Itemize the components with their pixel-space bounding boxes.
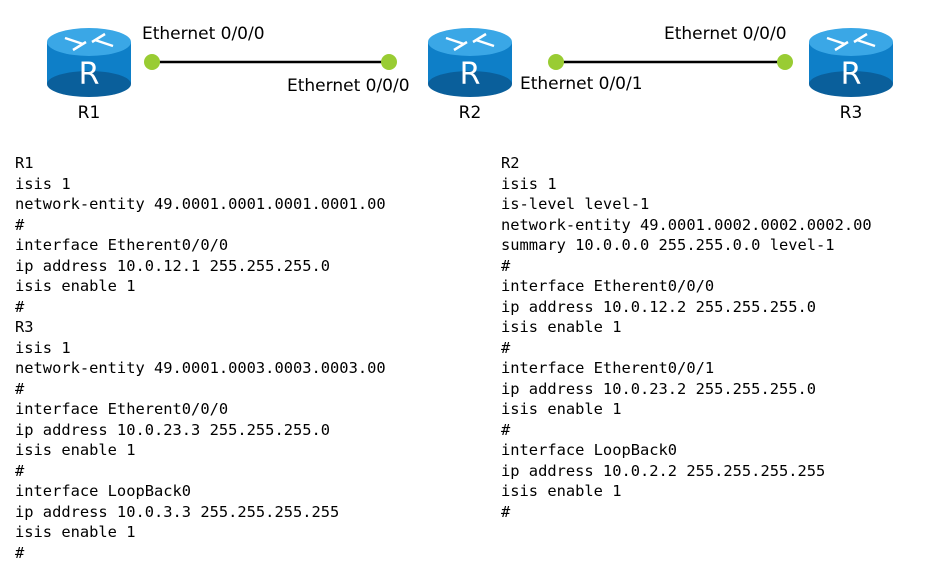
port-label-r1-e0: Ethernet 0/0/0 xyxy=(142,24,265,44)
port-dot-r2-e0[interactable] xyxy=(381,54,397,70)
config-line: isis enable 1 xyxy=(15,441,136,459)
config-line: isis enable 1 xyxy=(501,318,622,336)
config-line: # xyxy=(15,543,25,562)
network-topology: R R1 R R2 xyxy=(47,24,893,123)
router-r2[interactable]: R xyxy=(428,28,512,97)
router-icon: R xyxy=(428,28,512,97)
router-name-r3: R3 xyxy=(840,103,863,123)
router-icon: R xyxy=(47,28,131,97)
config-line: # xyxy=(501,502,511,521)
config-line: isis enable 1 xyxy=(501,482,622,500)
config-line: ip address 10.0.3.3 255.255.255.255 xyxy=(15,502,340,521)
config-line: interface LoopBack0 xyxy=(501,441,678,459)
config-line: # xyxy=(15,215,25,234)
config-line: # xyxy=(501,338,511,357)
config-line: interface Etherent0/0/0 xyxy=(15,400,229,418)
config-line: network-entity 49.0001.0002.0002.0002.00 xyxy=(501,215,872,234)
config-line: isis 1 xyxy=(15,174,71,193)
config-line: # xyxy=(15,379,25,398)
config-line: isis 1 xyxy=(501,174,557,193)
config-line: isis enable 1 xyxy=(15,523,136,541)
config-line: interface Etherent0/0/0 xyxy=(501,277,715,295)
config-line: is-level level-1 xyxy=(501,195,650,213)
port-dot-r1-e0[interactable] xyxy=(144,54,160,70)
config-line: ip address 10.0.12.1 255.255.255.0 xyxy=(15,256,331,275)
config-line: interface Etherent0/0/0 xyxy=(15,236,229,254)
config-line: ip address 10.0.23.3 255.255.255.0 xyxy=(15,420,331,439)
port-dot-r3-e0[interactable] xyxy=(777,54,793,70)
router-name-r2: R2 xyxy=(459,103,482,123)
config-line: # xyxy=(15,461,25,480)
port-label-r2-e0: Ethernet 0/0/0 xyxy=(287,76,410,96)
config-line: # xyxy=(501,256,511,275)
config-line: R2 xyxy=(501,154,520,172)
config-line: # xyxy=(501,420,511,439)
config-line: interface Etherent0/0/1 xyxy=(501,359,715,377)
port-label-r2-e1: Ethernet 0/0/1 xyxy=(520,74,643,94)
router-name-r1: R1 xyxy=(78,103,101,123)
router-r3[interactable]: R xyxy=(809,28,893,97)
config-line: R3 xyxy=(15,318,34,336)
router-letter: R xyxy=(841,57,862,92)
config-r1-r3: R1 isis 1 network-entity 49.0001.0001.0001… xyxy=(15,153,386,563)
config-line: R1 xyxy=(15,154,34,172)
config-line: interface LoopBack0 xyxy=(15,482,192,500)
config-line: isis 1 xyxy=(15,338,71,357)
config-line: # xyxy=(15,297,25,316)
port-label-r3-e0: Ethernet 0/0/0 xyxy=(664,24,787,44)
config-line: network-entity 49.0001.0003.0003.0003.00 xyxy=(15,359,386,377)
config-line: ip address 10.0.12.2 255.255.255.0 xyxy=(501,297,817,316)
config-line: network-entity 49.0001.0001.0001.0001.00 xyxy=(15,195,386,213)
config-line: summary 10.0.0.0 255.255.0.0 level-1 xyxy=(501,236,835,254)
config-r2: R2 isis 1 is-level level-1 network-entity 4… xyxy=(501,153,872,522)
router-letter: R xyxy=(79,57,100,92)
router-r1[interactable]: R xyxy=(47,28,131,97)
router-icon: R xyxy=(809,28,893,97)
config-line: isis enable 1 xyxy=(501,400,622,418)
router-letter: R xyxy=(460,57,481,92)
config-line: ip address 10.0.23.2 255.255.255.0 xyxy=(501,379,817,398)
config-line: isis enable 1 xyxy=(15,277,136,295)
config-line: ip address 10.0.2.2 255.255.255.255 xyxy=(501,461,826,480)
port-dot-r2-e1[interactable] xyxy=(548,54,564,70)
